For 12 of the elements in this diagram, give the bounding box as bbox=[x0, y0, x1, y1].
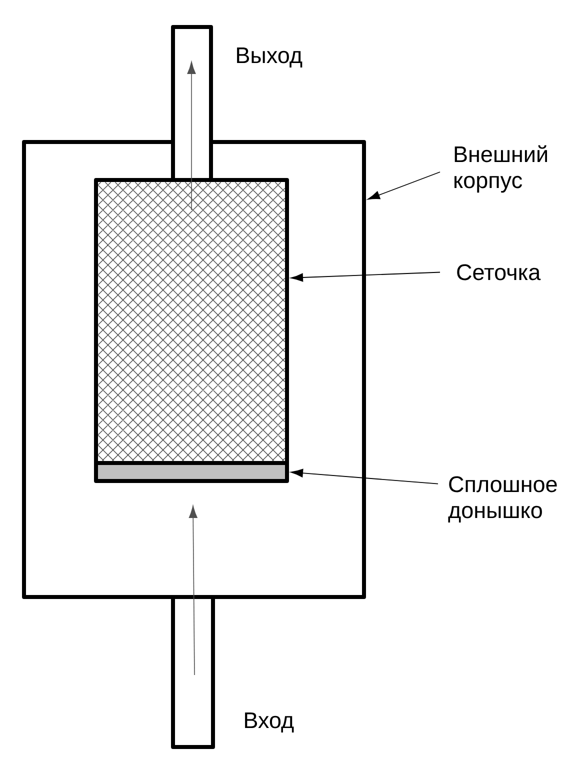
mesh-filter bbox=[94, 178, 289, 465]
leader-line bbox=[290, 272, 440, 282]
text-label: Выход bbox=[237, 48, 302, 68]
bottom-plate bbox=[94, 461, 289, 483]
callout-text: Внешний корпус bbox=[454, 145, 547, 193]
callout-text: Сеточка bbox=[457, 264, 541, 280]
callout-text: Сплошное донышко bbox=[448, 476, 557, 522]
flow-arrow bbox=[187, 62, 196, 210]
leader-line bbox=[368, 172, 440, 200]
flow-arrow bbox=[188, 506, 198, 676]
text-label: Вход bbox=[245, 712, 294, 732]
leader-line bbox=[290, 468, 438, 484]
